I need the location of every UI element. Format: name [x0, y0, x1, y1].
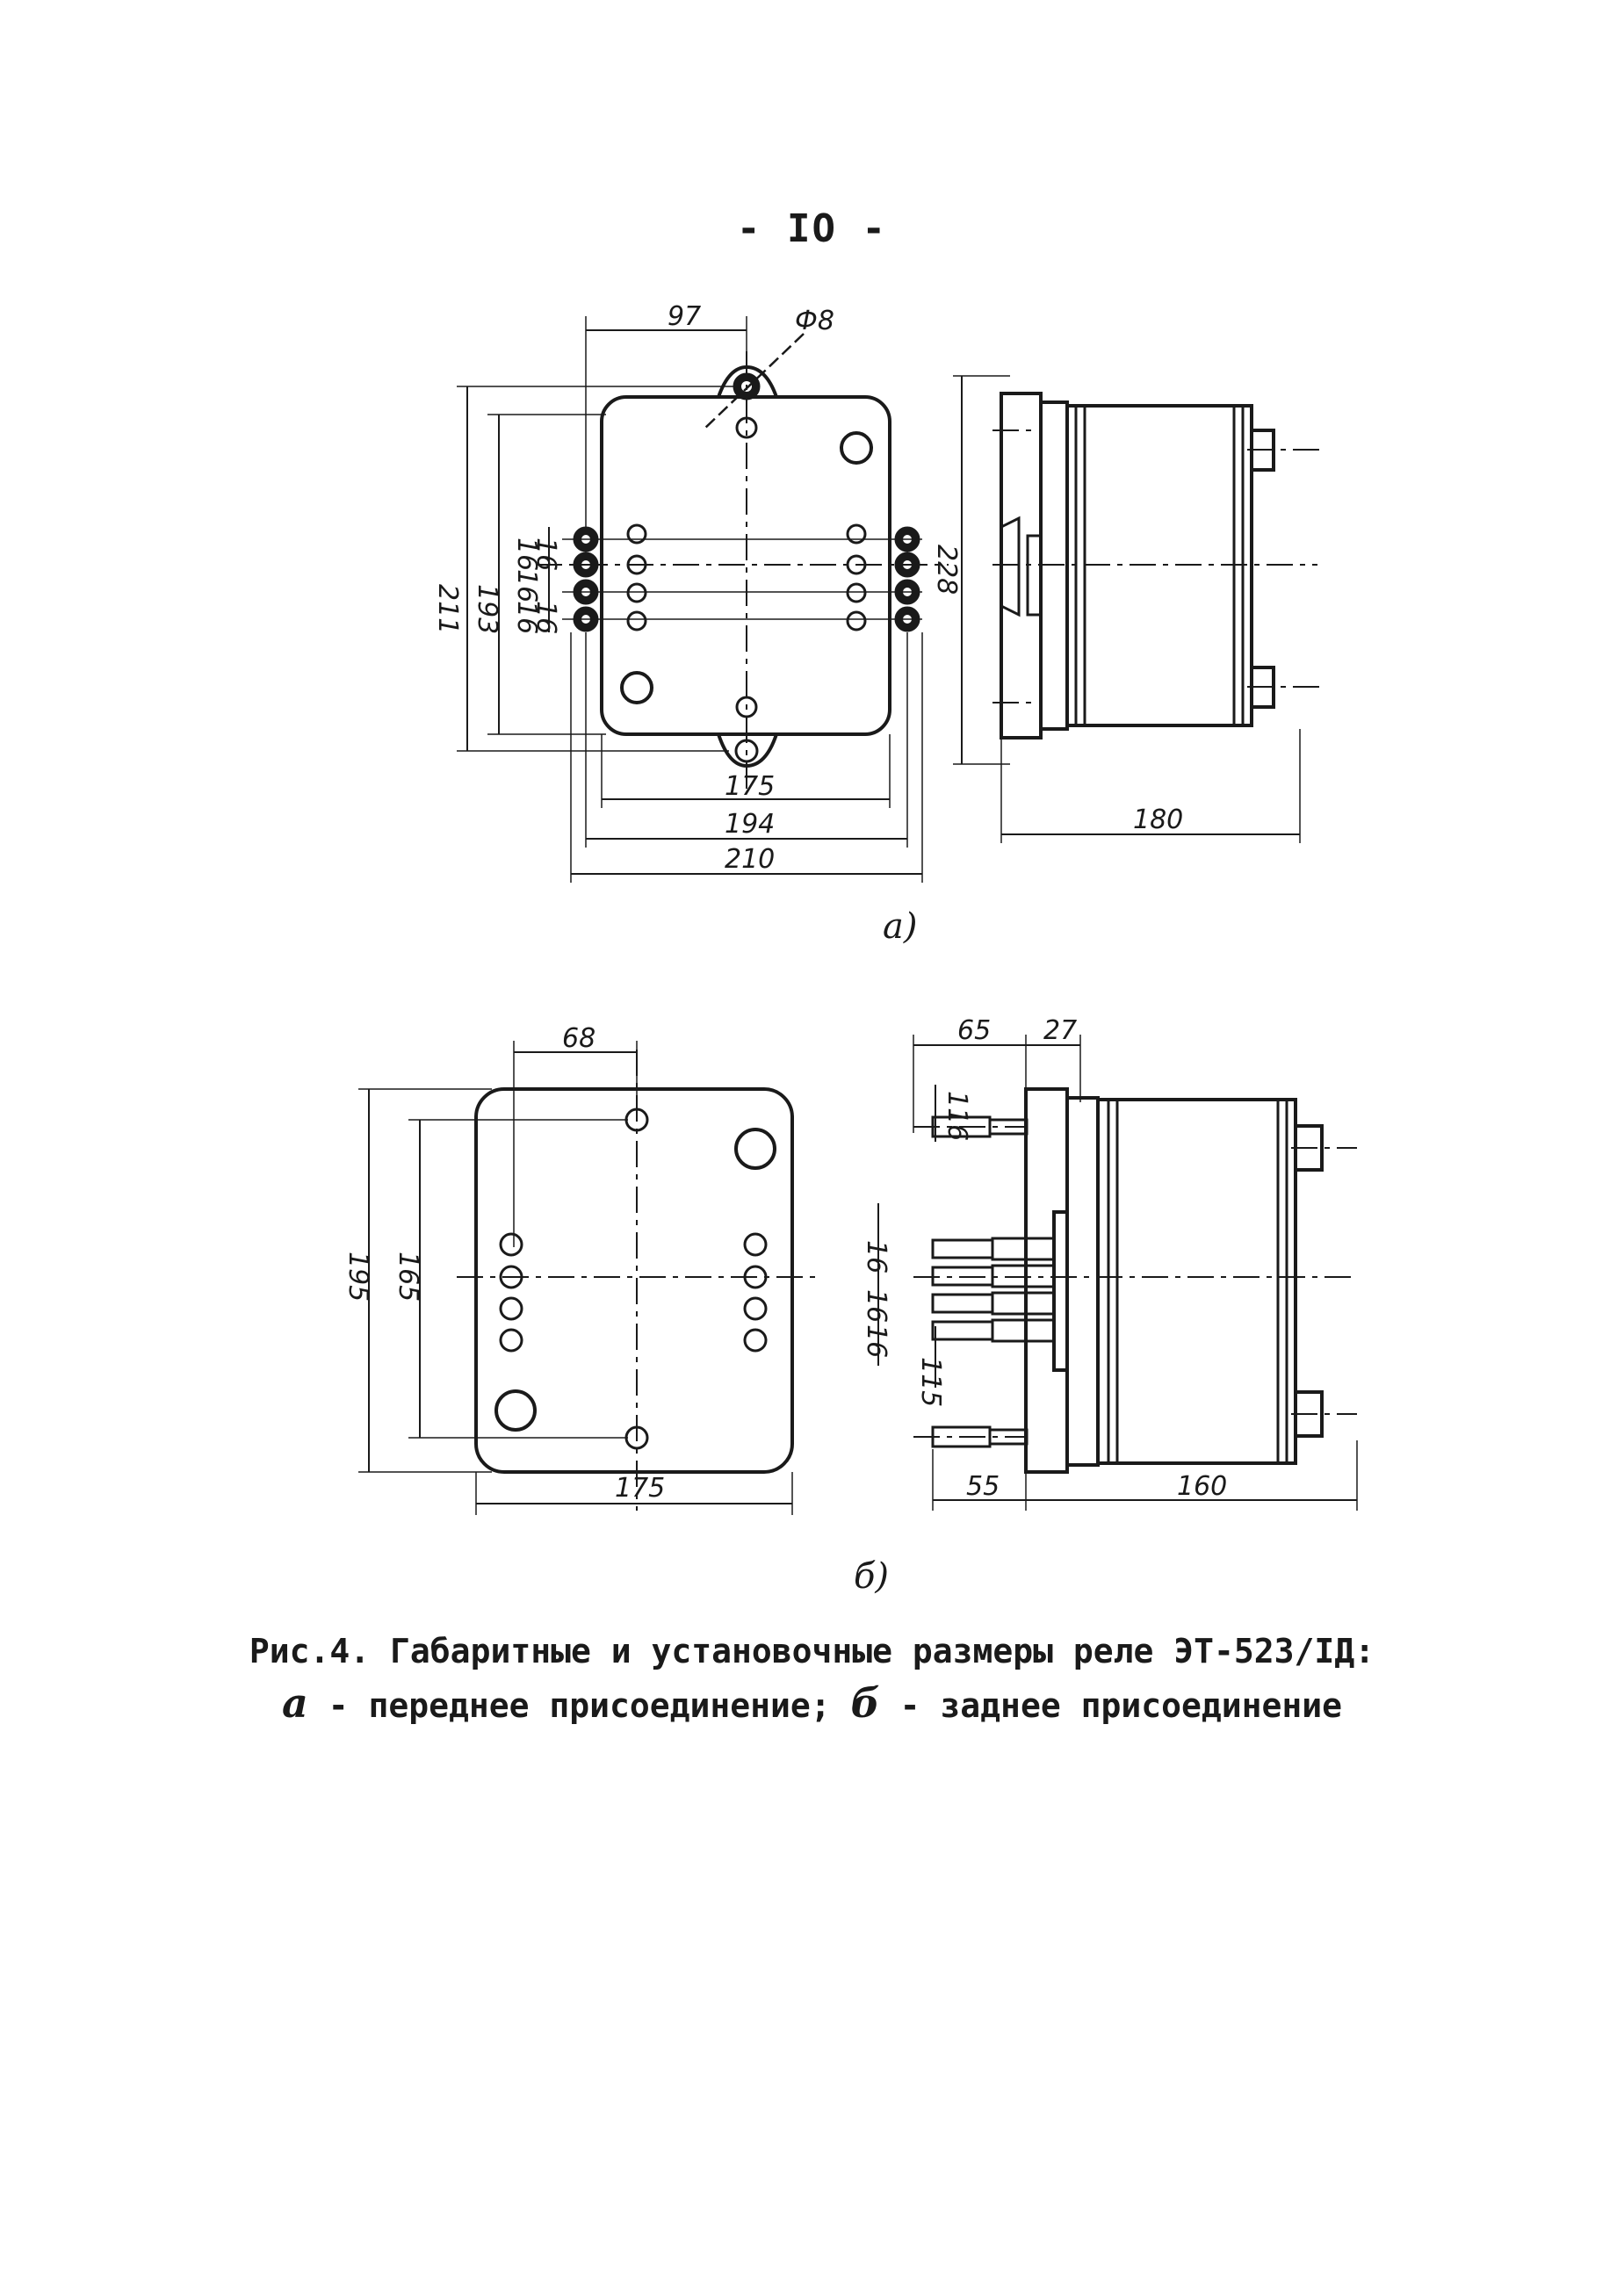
dim-a-pitch-1: 16 [511, 538, 542, 571]
dim-a-97: 97 [668, 301, 701, 332]
dim-a-pitch-2: 16 [511, 569, 542, 602]
dim-b-195: 195 [343, 1252, 373, 1302]
caption-a-letter: а [282, 1679, 308, 1727]
dim-b-65: 65 [957, 1015, 991, 1046]
dim-a-pitch-5: 16 [531, 601, 561, 634]
dim-b-116: 116 [942, 1091, 972, 1141]
dim-a-180: 180 [1133, 804, 1183, 835]
figure-caption-line1: Рис.4. Габаритные и установочные размеры… [249, 1632, 1375, 1670]
dim-b-55: 55 [966, 1471, 1000, 1502]
dim-b-pitch-2: 16 [861, 1289, 891, 1323]
dim-a-193: 193 [472, 584, 502, 634]
figure-a-front-view [457, 316, 949, 883]
dim-b-pitch-1: 16 [861, 1240, 891, 1273]
figure-a-side-view [953, 375, 1326, 843]
figure-b-side-view [877, 1035, 1358, 1511]
dim-b-165: 165 [393, 1252, 423, 1302]
dim-a-211: 211 [432, 584, 463, 634]
dim-b-68: 68 [562, 1023, 595, 1054]
caption-b-text: - заднее присоединение [899, 1686, 1342, 1725]
dim-a-pitch-3: 16 [511, 601, 542, 634]
dim-b-160: 160 [1177, 1471, 1227, 1502]
page-number: - IO - [737, 206, 887, 251]
dim-a-194: 194 [725, 809, 775, 840]
figure-caption-line2: а - переднее присоединение; б - заднее п… [0, 1679, 1624, 1727]
caption-b-letter: б [850, 1679, 880, 1727]
dim-a-hole-dia: Ф8 [795, 306, 834, 336]
caption-a-text: - переднее присоединение; [328, 1686, 831, 1725]
dim-b-27: 27 [1043, 1015, 1077, 1046]
figure-b-label: б) [854, 1556, 889, 1597]
dim-b-pitch-3: 16 [861, 1324, 891, 1358]
figure-b-front-view [358, 1041, 817, 1515]
dim-b-115: 115 [915, 1357, 946, 1407]
figure-a-label: a) [883, 906, 917, 947]
dim-a-210: 210 [725, 844, 775, 875]
dim-b-175: 175 [615, 1473, 665, 1504]
dim-a-228: 228 [931, 545, 962, 595]
dim-a-175: 175 [725, 771, 775, 802]
dim-a-pitch-4: 16 [531, 538, 561, 571]
